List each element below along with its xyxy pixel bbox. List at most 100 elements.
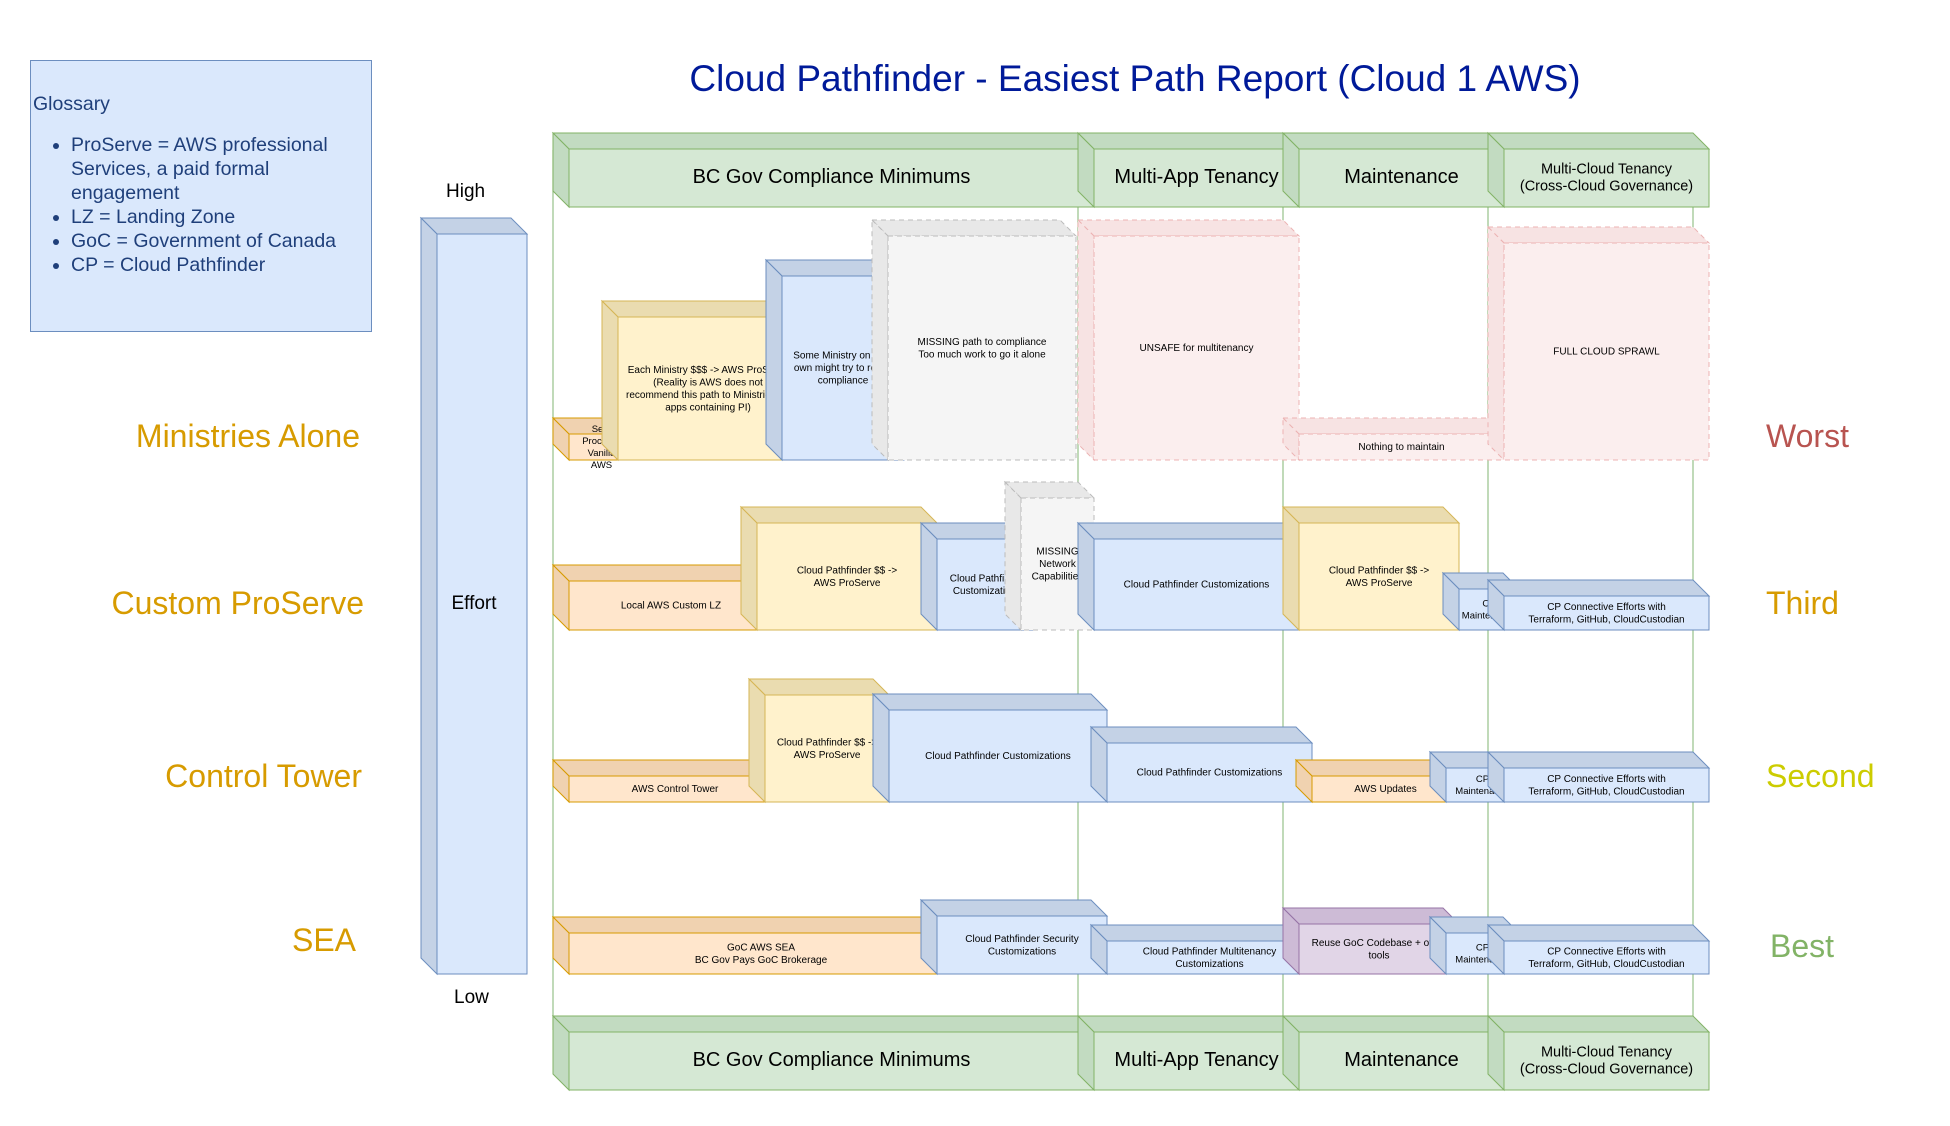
- block-2-top: [600, 300, 800, 318]
- block-label: Cloud Pathfinder Customizations: [925, 751, 1071, 762]
- block-11-top: [1003, 481, 1096, 499]
- block-23-face: [568, 932, 954, 975]
- rank-label-second: Second: [1766, 758, 1875, 794]
- rank-label-worst: Worst: [1766, 418, 1849, 454]
- block-14-top: [1441, 572, 1521, 590]
- glossary-item: CP = Cloud Pathfinder: [71, 253, 371, 277]
- block-8-face: [568, 580, 774, 631]
- block-14-side: [1442, 571, 1460, 632]
- block-22-side: [1487, 750, 1505, 804]
- block-19-face: [1106, 742, 1313, 803]
- block-label: Cloud Pathfinder Customizations: [1137, 767, 1283, 778]
- column-header-3-face: [1298, 148, 1505, 208]
- block-15-face: [1503, 595, 1710, 631]
- effort-bar-side: [420, 216, 438, 976]
- column-header-2-top: [1076, 132, 1301, 150]
- glossary-item: GoC = Government of Canada: [71, 229, 371, 253]
- block-27-face: [1445, 932, 1520, 975]
- block-10-side: [920, 521, 938, 632]
- column-header-2-side: [1077, 131, 1095, 209]
- block-9-top: [739, 506, 939, 524]
- effort-bar-face: [436, 233, 528, 975]
- block-17-side: [748, 677, 766, 804]
- column-footer-label: BC Gov Compliance Minimums: [693, 1049, 971, 1071]
- block-28-top: [1486, 924, 1711, 942]
- column-footer-2-side: [1077, 1014, 1095, 1092]
- block-4-side: [871, 218, 889, 462]
- block-10-top: [919, 522, 1039, 540]
- block-16-side: [552, 758, 570, 804]
- block-7-side: [1487, 225, 1505, 462]
- block-3-face: [781, 275, 905, 461]
- block-12-top: [1076, 522, 1301, 540]
- column-header-4-top: [1486, 132, 1711, 150]
- block-3-top: [764, 259, 906, 277]
- column-footer-1-face: [568, 1031, 1095, 1091]
- block-2-side: [601, 299, 619, 462]
- column-footer-label: Multi-Cloud Tenancy(Cross-Cloud Governan…: [1520, 1044, 1693, 1077]
- block-22-top: [1486, 751, 1711, 769]
- block-20-face: [1311, 775, 1460, 803]
- block-23-top: [551, 916, 955, 934]
- block-28-face: [1503, 940, 1710, 975]
- block-label: Cloud Pathfinder Customizations: [1124, 579, 1270, 590]
- block-8-top: [551, 564, 775, 582]
- block-24-top: [919, 899, 1109, 917]
- column-footer-label: Maintenance: [1344, 1049, 1459, 1071]
- column-footer-1-top: [551, 1015, 1096, 1033]
- column-header-2-face: [1093, 148, 1300, 208]
- glossary-title: Glossary: [33, 93, 110, 115]
- column-header-3-top: [1281, 132, 1506, 150]
- block-18-face: [888, 709, 1108, 803]
- block-18-top: [871, 693, 1109, 711]
- column-header-label: Maintenance: [1344, 166, 1459, 188]
- block-21-top: [1428, 751, 1521, 769]
- block-27-top: [1428, 916, 1521, 934]
- block-26-face: [1298, 923, 1460, 975]
- block-label: FULL CLOUD SPRAWL: [1553, 346, 1660, 357]
- row-label-sea: SEA: [291, 922, 356, 958]
- block-6-top: [1281, 417, 1506, 435]
- column-header-4-face: [1503, 148, 1710, 208]
- block-label: AWS Control Tower: [632, 784, 719, 795]
- block-15-top: [1486, 579, 1711, 597]
- axis-high-label: High: [446, 181, 486, 202]
- block-10-face: [936, 538, 1038, 631]
- block-25-top: [1089, 924, 1314, 942]
- glossary-list: ProServe = AWS professional Services, a …: [31, 133, 371, 277]
- rank-label-third: Third: [1766, 585, 1839, 621]
- column-footer-label: Multi-App Tenancy: [1114, 1049, 1278, 1071]
- row-label-custom-proserve: Custom ProServe: [111, 585, 364, 621]
- column-header-3-side: [1282, 131, 1300, 209]
- block-12-side: [1077, 521, 1095, 632]
- column-header-1-face: [568, 148, 1095, 208]
- block-24-side: [920, 898, 938, 976]
- block-8-side: [552, 563, 570, 632]
- block-3-side: [765, 258, 783, 462]
- block-label: AWS Updates: [1354, 784, 1416, 795]
- block-1-side: [552, 416, 570, 462]
- column-footer-3-top: [1281, 1015, 1506, 1033]
- block-11-side: [1004, 480, 1022, 632]
- block-20-top: [1294, 759, 1461, 777]
- block-7-top: [1486, 226, 1711, 244]
- column-header-label: Multi-App Tenancy: [1114, 166, 1278, 188]
- column-footer-4-side: [1487, 1014, 1505, 1092]
- column-header-label: BC Gov Compliance Minimums: [693, 166, 971, 188]
- block-15-side: [1487, 578, 1505, 632]
- effort-label: Effort: [451, 593, 497, 614]
- block-20-side: [1295, 758, 1313, 804]
- block-21-face: [1445, 767, 1520, 803]
- block-2-face: [617, 316, 799, 461]
